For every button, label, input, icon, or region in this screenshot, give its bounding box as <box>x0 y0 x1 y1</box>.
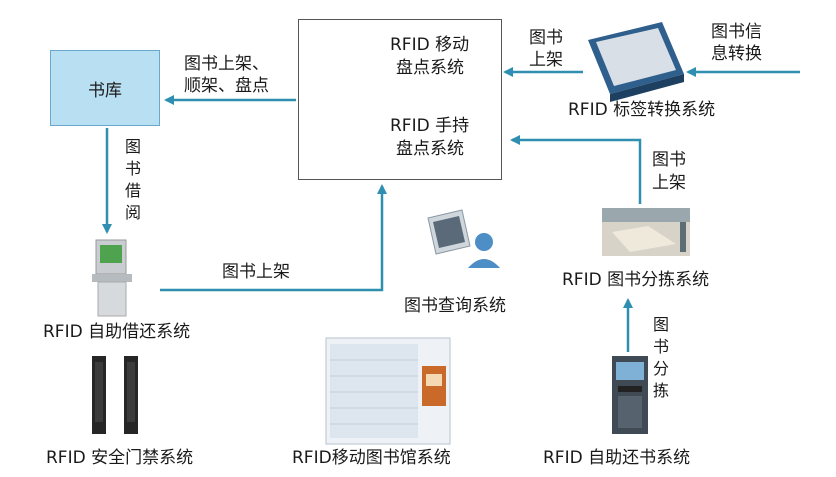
self-return-machine-image <box>612 356 648 434</box>
sorting-system-image <box>602 208 690 256</box>
edge-shelving-bottom-label: 图书上架 <box>222 262 290 282</box>
arrow-checkout-to-central <box>160 184 387 292</box>
mobile-inventory-label-line2: 盘点系统 <box>396 58 464 78</box>
inventory-systems-box <box>298 19 502 180</box>
self-checkout-kiosk-image <box>92 239 132 317</box>
stack-room-node: 书库 <box>50 50 160 126</box>
edge-borrow-label: 图 书 借 阅 <box>124 137 141 222</box>
mobile-library-caption: RFID移动图书馆系统 <box>292 448 451 468</box>
edge-info-conversion-label-2: 息转换 <box>711 44 762 64</box>
security-gate-image <box>92 356 138 434</box>
edge-tag-shelving-label-2: 上架 <box>529 50 563 70</box>
arrow-sorting-to-central <box>510 135 642 204</box>
sorting-caption: RFID 图书分拣系统 <box>562 270 710 290</box>
edge-sort-shelving-label-2: 上架 <box>652 173 686 193</box>
handheld-inventory-label-line1: RFID 手持 <box>390 116 470 136</box>
edge-shelving-label-2: 顺架、盘点 <box>184 76 269 96</box>
security-gate-caption: RFID 安全门禁系统 <box>46 448 194 468</box>
tag-conversion-device-image <box>588 22 684 102</box>
edge-shelving-label-1: 图书上架、 <box>184 54 269 74</box>
self-checkout-caption: RFID 自助借还系统 <box>43 322 191 342</box>
query-caption: 图书查询系统 <box>404 296 506 316</box>
stack-room-label: 书库 <box>88 81 122 101</box>
edge-sort-shelving-label-1: 图书 <box>652 150 686 170</box>
tag-conversion-caption: RFID 标签转换系统 <box>568 100 716 120</box>
self-return-caption: RFID 自助还书系统 <box>543 448 691 468</box>
edge-info-conversion-label-1: 图书信 <box>711 22 762 42</box>
edge-tag-shelving-label-1: 图书 <box>529 28 563 48</box>
query-terminal-image <box>427 209 500 268</box>
mobile-library-cabinet-image <box>325 337 451 445</box>
edge-sorting-label: 图 书 分 拣 <box>652 315 669 400</box>
mobile-inventory-label-line1: RFID 移动 <box>390 35 470 55</box>
handheld-inventory-label-line2: 盘点系统 <box>396 139 464 159</box>
